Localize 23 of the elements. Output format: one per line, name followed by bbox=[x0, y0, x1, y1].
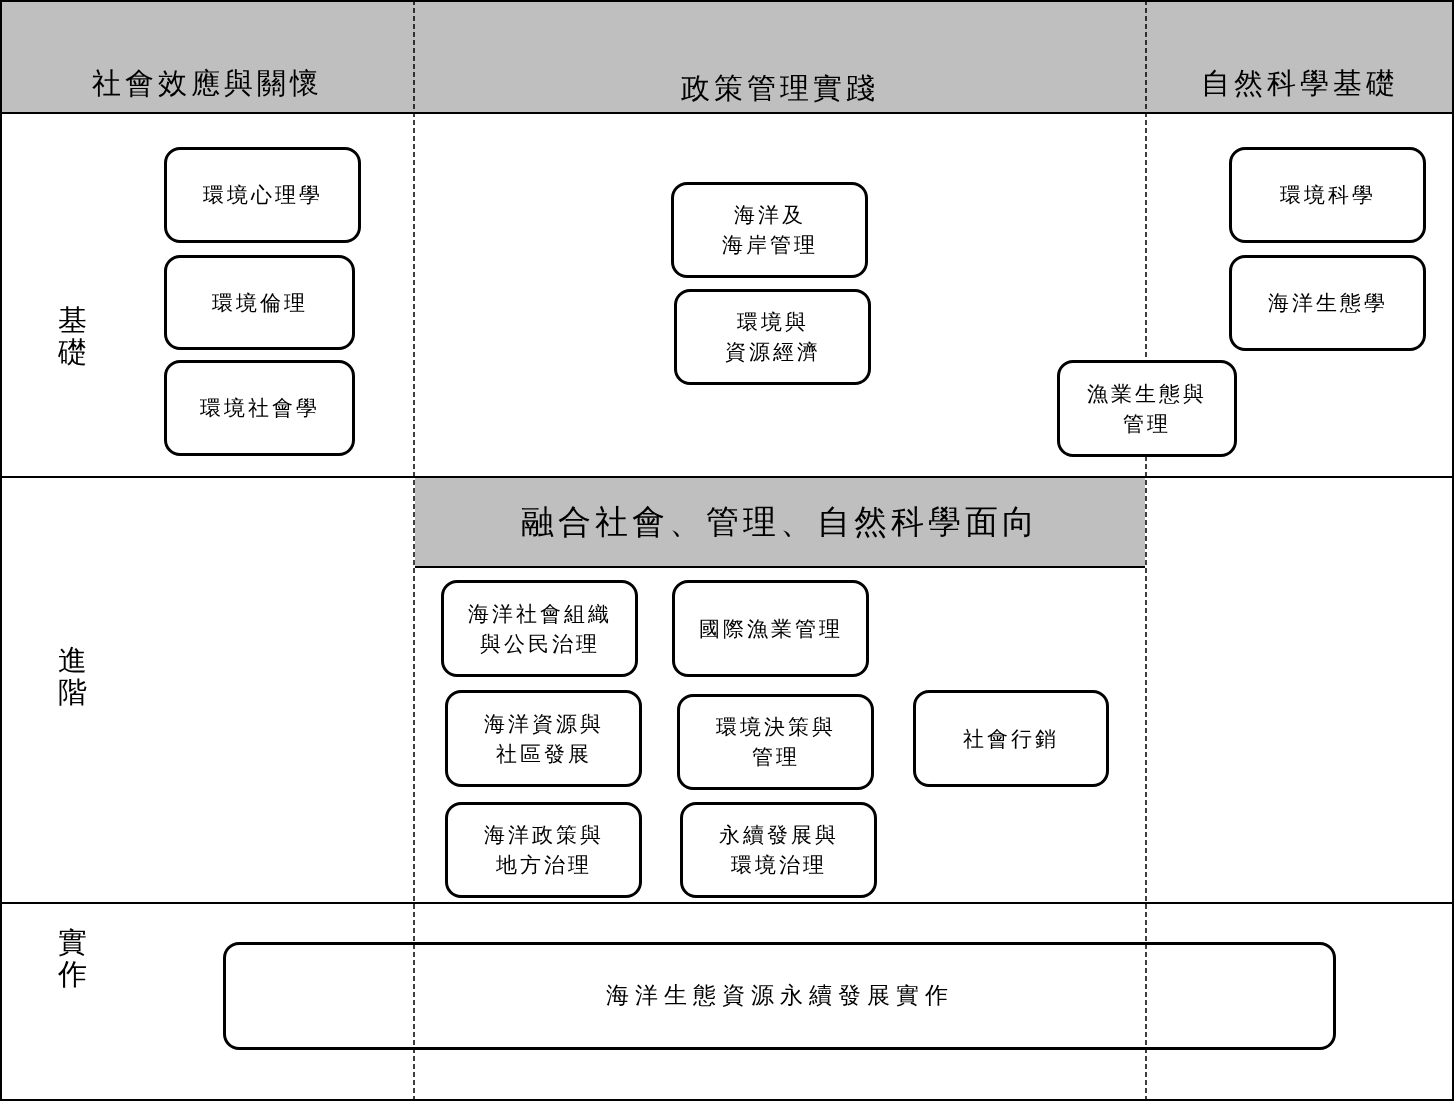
course-box: 海洋資源與社區發展 bbox=[445, 690, 642, 787]
course-box: 海洋政策與地方治理 bbox=[445, 802, 642, 898]
course-box: 漁業生態與管理 bbox=[1057, 360, 1237, 457]
course-box: 環境與資源經濟 bbox=[674, 289, 871, 385]
course-box: 海洋及海岸管理 bbox=[671, 182, 868, 278]
row-label: 實作 bbox=[57, 926, 87, 990]
course-box: 國際漁業管理 bbox=[672, 580, 869, 677]
column-header: 政策管理實踐 bbox=[414, 0, 1146, 113]
course-box: 海洋生態資源永續發展實作 bbox=[223, 942, 1336, 1050]
row-label: 進階 bbox=[57, 644, 87, 708]
column-header: 社會效應與關懷 bbox=[0, 0, 414, 113]
course-box: 環境社會學 bbox=[164, 360, 355, 456]
course-box: 永續發展與環境治理 bbox=[680, 802, 877, 898]
theme-band: 融合社會、管理、自然科學面向 bbox=[415, 478, 1145, 568]
course-box: 環境倫理 bbox=[164, 255, 355, 350]
course-box: 環境科學 bbox=[1229, 147, 1426, 243]
course-box: 海洋社會組織與公民治理 bbox=[441, 580, 638, 677]
column-header: 自然科學基礎 bbox=[1146, 0, 1454, 113]
course-box: 社會行銷 bbox=[913, 690, 1109, 787]
course-box: 海洋生態學 bbox=[1229, 255, 1426, 351]
row-label: 基礎 bbox=[57, 304, 87, 368]
course-box: 環境心理學 bbox=[164, 147, 361, 243]
course-box: 環境決策與管理 bbox=[677, 694, 874, 790]
